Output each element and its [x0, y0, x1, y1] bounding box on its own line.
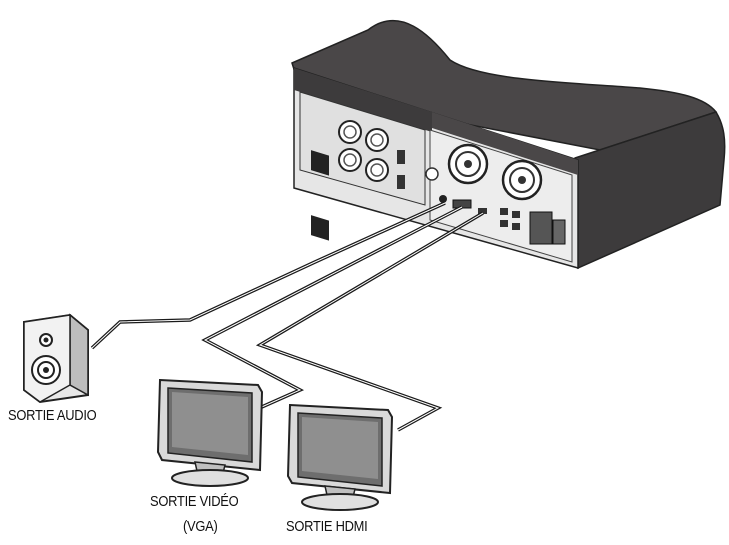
speaker-icon	[23, 313, 89, 404]
power-switch-icon	[397, 175, 405, 189]
power-supply-block	[299, 91, 426, 206]
rear-top-strip	[294, 68, 432, 132]
audio-port-icon	[439, 195, 447, 203]
dvr-right-side	[574, 111, 726, 270]
dvr-unit	[291, 19, 726, 270]
hdmi-output-label: SORTIE HDMI	[286, 518, 368, 535]
psu-fan-icon	[338, 120, 362, 144]
psu-fan-icon	[365, 128, 389, 152]
hdmi-port-icon	[478, 208, 487, 214]
port-icon	[500, 220, 508, 227]
audio-output-label: SORTIE AUDIO	[8, 407, 97, 424]
hdmi-monitor-icon	[286, 403, 394, 511]
psu-fan-icon	[365, 158, 389, 182]
power-switch-icon	[397, 150, 405, 164]
port-icon	[500, 208, 508, 215]
cable-highlights	[91, 202, 484, 431]
terminal-block-icon	[529, 211, 553, 245]
dvr-top-surface	[291, 19, 718, 151]
audio-cable	[90, 201, 446, 350]
vga-monitor-icon	[156, 378, 264, 487]
psu-fan-icon	[338, 148, 362, 172]
port-icon	[512, 223, 520, 230]
main-fan-icon	[501, 159, 543, 201]
vga-cable	[201, 205, 463, 412]
vga-port-icon	[452, 199, 472, 209]
video-output-label: SORTIE VIDÉO	[150, 493, 239, 510]
terminal-block-icon	[552, 219, 566, 245]
rear-knob-icon	[425, 167, 439, 181]
hdmi-cable	[255, 211, 484, 432]
video-output-sublabel: (VGA)	[183, 518, 218, 535]
power-socket-icon	[311, 150, 329, 176]
rear-top-strip-right	[432, 112, 578, 175]
power-socket-icon	[311, 215, 329, 241]
main-fan-icon	[447, 143, 489, 185]
port-icon	[512, 211, 520, 218]
